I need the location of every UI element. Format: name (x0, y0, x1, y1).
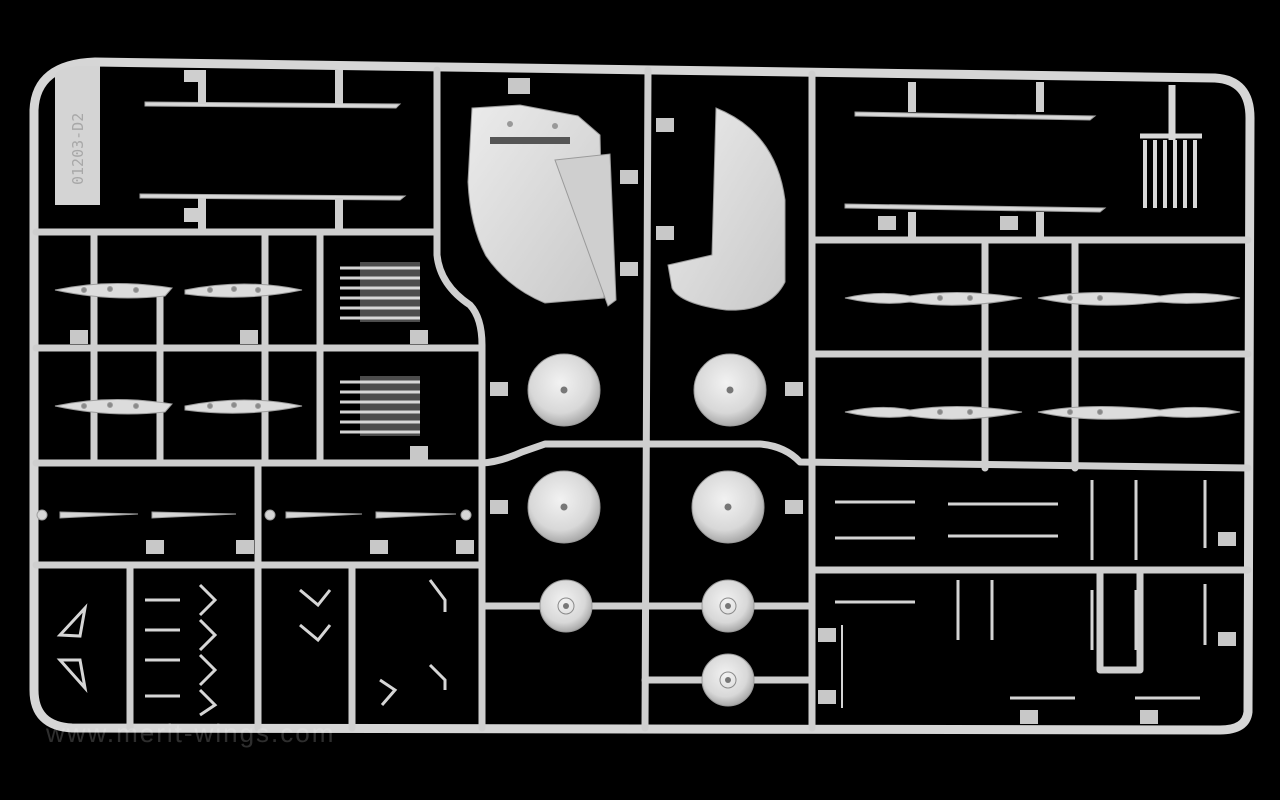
watermark-text: www.merit-wings.com (45, 718, 335, 748)
wheels (527, 353, 767, 707)
gun-clusters (340, 262, 420, 436)
float-parts (844, 291, 1241, 420)
pod-parts (54, 282, 303, 415)
gate-stubs (70, 78, 1236, 724)
rudder-parts (467, 104, 786, 311)
part-code-tag: 01203-D2 (55, 65, 100, 205)
sprue-frame (29, 57, 1255, 735)
lower-right-parts (835, 480, 1207, 708)
gear-struts (56, 579, 447, 717)
exhaust-bundle (1140, 85, 1202, 208)
part-code-label: 01203-D2 (69, 113, 87, 185)
small-rods (36, 509, 472, 521)
upper-left-rods (139, 70, 407, 232)
upper-right-rods (844, 82, 1107, 240)
sprue-runners (32, 66, 1252, 732)
